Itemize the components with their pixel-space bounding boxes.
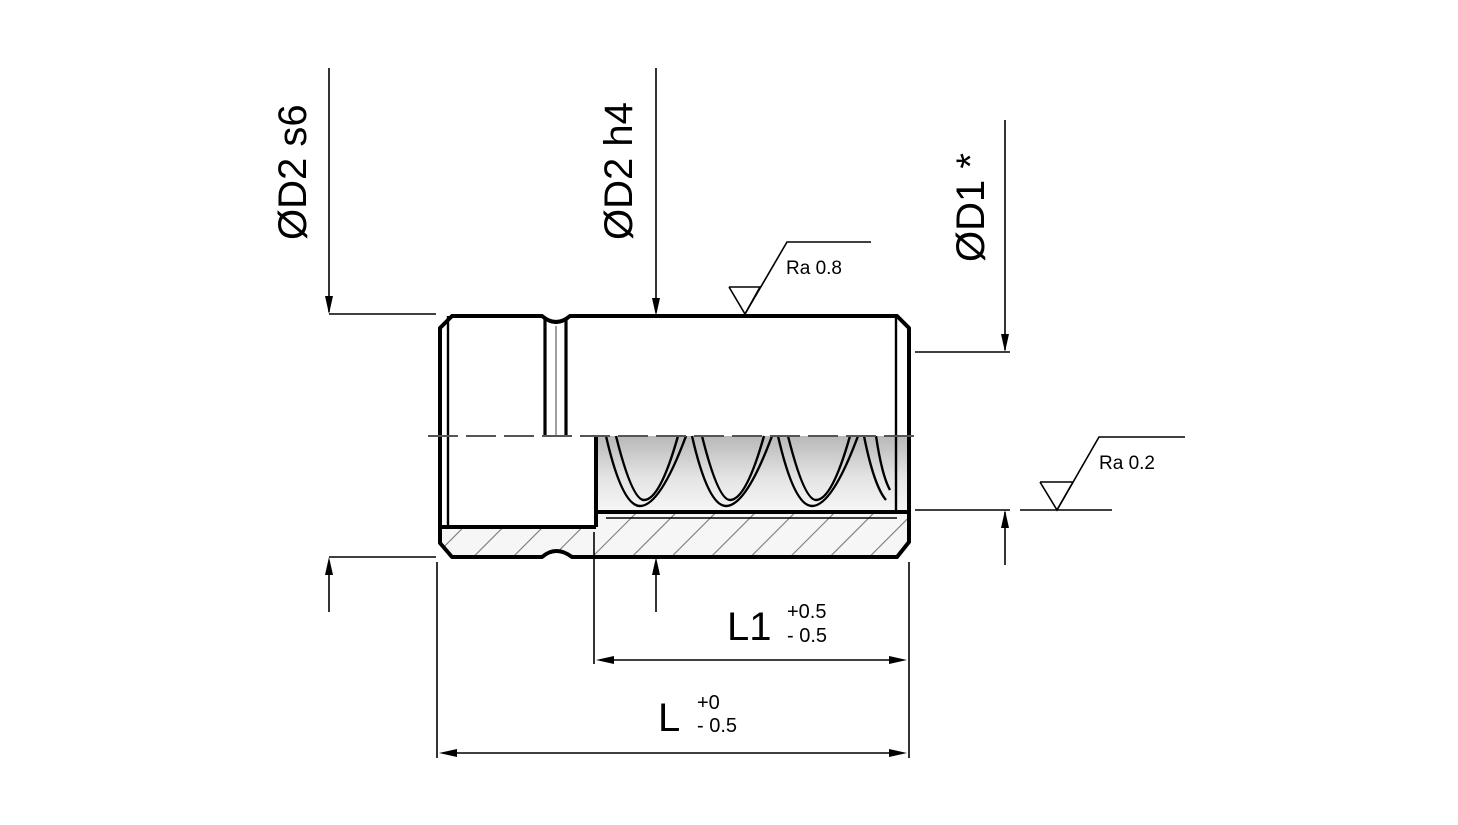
l1-upper-tolerance: +0.5	[787, 601, 826, 623]
l1-dimension-label: L1 +0.5 - 0.5	[727, 601, 827, 649]
l-upper-tolerance: +0	[697, 692, 720, 714]
l1-lower-tolerance: - 0.5	[787, 625, 827, 647]
label-d2-s6: ØD2 s6	[271, 104, 315, 240]
section-hatch	[440, 512, 909, 557]
roughness-symbol-outer	[728, 241, 871, 316]
dimension-arrows	[325, 296, 1009, 757]
l1-symbol: L1	[727, 605, 772, 649]
l-symbol: L	[658, 696, 680, 740]
roughness-outer-label: Ra 0.8	[786, 258, 842, 279]
roughness-symbol-bore	[1020, 436, 1185, 512]
l-dimension-label: L +0 - 0.5	[658, 692, 737, 740]
roughness-bore-label: Ra 0.2	[1099, 453, 1155, 474]
helical-coil	[604, 435, 892, 508]
label-d2-h4: ØD2 h4	[597, 102, 641, 240]
part-body	[428, 314, 918, 559]
l-lower-tolerance: - 0.5	[697, 715, 737, 737]
outer-contour	[438, 314, 911, 559]
label-d1: ØD1 *	[949, 153, 993, 262]
